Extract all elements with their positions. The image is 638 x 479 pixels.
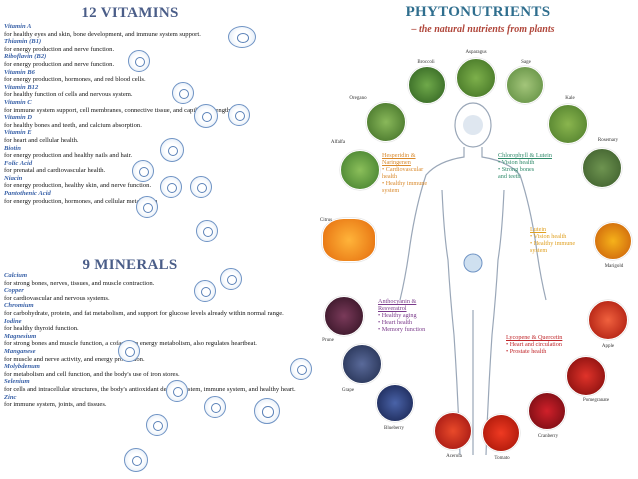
- plant-label: Marigold: [604, 264, 624, 269]
- bone-icon: [190, 176, 212, 198]
- vitamins-heading: 12 VITAMINS: [81, 5, 179, 21]
- plant-label: Sage: [521, 60, 531, 65]
- knee-icon: [220, 268, 242, 290]
- plant-label: Grape: [341, 388, 355, 393]
- broccoli-image: [408, 66, 446, 104]
- cell-icon: [204, 396, 226, 418]
- cell-icon: [194, 104, 218, 128]
- lycopene-group: Lycopene & Quercetin • Heart and circula…: [506, 334, 563, 355]
- phytonutrients-heading: PHYTONUTRIENTS: [405, 4, 551, 20]
- heart-icon: [132, 160, 154, 182]
- acerola-image: [434, 412, 472, 450]
- human-body-outline: [399, 102, 547, 456]
- apple-image: [588, 300, 628, 340]
- pomegranate-image: [566, 356, 606, 396]
- plant-label: Pomegranate: [582, 398, 610, 403]
- lutein-group: Lutein • Vision health • Healthy immune …: [530, 226, 576, 254]
- prune-image: [324, 296, 364, 336]
- eye-icon: [228, 26, 256, 48]
- thyroid-icon: [118, 340, 140, 362]
- oregano-image: [366, 102, 406, 142]
- blueberry-image: [376, 384, 414, 422]
- rosemary-image: [582, 148, 622, 188]
- minerals-heading: 9 MINERALS: [82, 257, 178, 273]
- skin-icon: [196, 220, 218, 242]
- citrus-image: [322, 218, 376, 262]
- plant-label: Broccoli: [417, 60, 435, 65]
- asparagus-image: [456, 58, 496, 98]
- hand-icon: [160, 176, 182, 198]
- cranberry-image: [528, 392, 566, 430]
- kale-image: [548, 104, 588, 144]
- plant-label: Acerola: [446, 454, 462, 459]
- heart-icon: [290, 358, 312, 380]
- plant-label: Citrus: [319, 218, 333, 223]
- plant-label: Asparagus: [465, 50, 487, 55]
- plant-label: Blueberry: [384, 426, 404, 431]
- spine-icon: [194, 280, 216, 302]
- phytonutrients-subtitle: – the natural nutrients from plants: [411, 24, 555, 35]
- grape-image: [342, 344, 382, 384]
- brain-icon: [128, 50, 150, 72]
- plant-label: Rosemary: [597, 138, 619, 143]
- plant-label: Cranberry: [537, 434, 559, 439]
- nerve-icon: [166, 380, 188, 402]
- fetus-icon: [136, 196, 158, 218]
- list-item: Thiamin (B1)for energy production and ne…: [4, 38, 115, 53]
- plant-label: Apple: [601, 344, 615, 349]
- chlorophyll-group: Chlorophyll & Lutein • Vision health • S…: [498, 152, 552, 180]
- phytonutrients-panel: PHYTONUTRIENTS – the natural nutrients f…: [318, 0, 638, 479]
- plant-label: Alfalfa: [330, 140, 346, 145]
- plant-label: Kale: [565, 96, 575, 101]
- organ-icon: [146, 414, 168, 436]
- tomato-image: [482, 414, 520, 452]
- plant-label: Oregano: [349, 96, 367, 101]
- spine-icon: [160, 138, 184, 162]
- list-item: Riboflavin (B2)for energy production and…: [4, 53, 115, 68]
- plant-label: Tomato: [494, 456, 510, 461]
- marigold-image: [594, 222, 632, 260]
- blood-cell-icon: [228, 104, 250, 126]
- hesperidin-group: Hesperidin & Naringenen • Cardiovascular…: [382, 152, 428, 194]
- plant-label: Prune: [322, 338, 334, 343]
- cell-icon: [254, 398, 280, 424]
- joint-icon: [124, 448, 148, 472]
- alfalfa-image: [340, 150, 380, 190]
- sage-image: [506, 66, 544, 104]
- anthocyanin-group: Anthocyanin & Resveratrol • Healthy agin…: [378, 298, 426, 333]
- nerve-icon: [172, 82, 194, 104]
